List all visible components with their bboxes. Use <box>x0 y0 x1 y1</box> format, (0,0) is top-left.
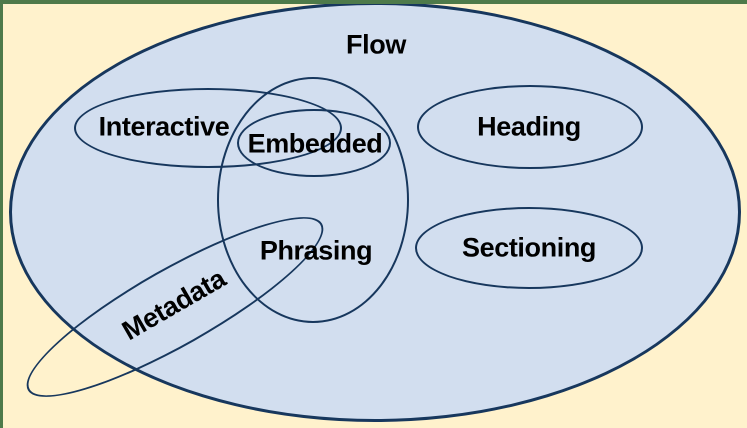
interactive-label: Interactive <box>98 111 230 142</box>
heading-label: Heading <box>477 111 581 142</box>
sectioning-ellipse <box>415 207 643 289</box>
phrasing-label: Phrasing <box>259 235 373 266</box>
flow-label: Flow <box>346 29 406 60</box>
embedded-ellipse <box>237 109 391 177</box>
phrasing-ellipse <box>217 77 409 323</box>
embedded-label: Embedded <box>247 128 383 159</box>
frame-left-border <box>0 0 3 428</box>
frame-top-border <box>0 0 747 4</box>
heading-ellipse <box>417 85 643 169</box>
sectioning-label: Sectioning <box>461 232 597 263</box>
